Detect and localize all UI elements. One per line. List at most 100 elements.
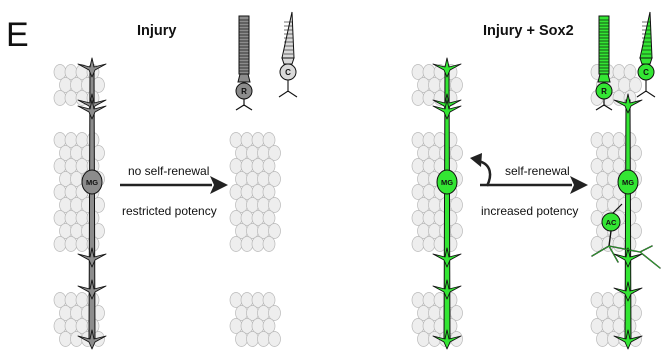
background-cell xyxy=(65,319,77,334)
background-cell xyxy=(247,224,259,239)
background-cell xyxy=(591,237,603,252)
background-cell xyxy=(423,237,435,252)
right-transition-arrow-head xyxy=(570,176,588,194)
rod-photoreceptor-right: R xyxy=(596,16,612,110)
background-cell xyxy=(241,237,253,252)
background-cell xyxy=(269,224,281,239)
background-cell xyxy=(258,146,270,161)
left-transition-arrow-head xyxy=(210,176,228,194)
background-cell xyxy=(54,65,66,80)
background-cell xyxy=(624,65,636,80)
background-cell xyxy=(60,332,72,347)
background-cell xyxy=(451,306,463,321)
cone-outer-segment xyxy=(640,12,652,58)
background-cell xyxy=(247,306,259,321)
background-cell xyxy=(418,78,430,93)
cone-outer-segment xyxy=(282,12,294,58)
rod-terminal xyxy=(236,99,252,110)
cell-cluster xyxy=(230,133,281,252)
background-cell xyxy=(423,293,435,308)
background-cell xyxy=(630,146,642,161)
mg-progeny-label: MG xyxy=(622,178,634,187)
background-cell xyxy=(54,159,66,174)
background-cell xyxy=(263,211,275,226)
self-renewal-arrow-head xyxy=(470,153,482,167)
background-cell xyxy=(434,133,446,148)
cell-cluster xyxy=(412,65,463,106)
background-cell xyxy=(423,91,435,106)
background-cell xyxy=(613,293,625,308)
background-cell xyxy=(76,159,88,174)
background-cell xyxy=(236,146,248,161)
background-cell xyxy=(258,198,270,213)
background-cell xyxy=(236,224,248,239)
glial-stalk xyxy=(625,100,631,342)
background-cell xyxy=(412,159,424,174)
background-cell xyxy=(412,293,424,308)
background-cell xyxy=(65,211,77,226)
background-cell xyxy=(591,159,603,174)
background-cell xyxy=(591,133,603,148)
rod-label: R xyxy=(601,87,607,96)
background-cell xyxy=(630,224,642,239)
cone-label: C xyxy=(285,68,291,77)
background-cell xyxy=(418,172,430,187)
cone-inner-segment xyxy=(640,58,652,64)
background-cell xyxy=(423,159,435,174)
cell-cluster xyxy=(54,65,105,106)
background-cell xyxy=(247,332,259,347)
background-cell xyxy=(613,65,625,80)
background-cell xyxy=(412,133,424,148)
background-cell xyxy=(230,159,242,174)
background-cell xyxy=(236,306,248,321)
background-cell xyxy=(258,224,270,239)
cone-terminal xyxy=(279,80,297,97)
background-cell xyxy=(247,146,259,161)
background-cell xyxy=(597,306,609,321)
background-cell xyxy=(76,293,88,308)
background-cell xyxy=(608,332,620,347)
background-cell xyxy=(263,159,275,174)
background-cell xyxy=(263,237,275,252)
background-cell xyxy=(71,332,83,347)
background-cell xyxy=(602,293,614,308)
background-cell xyxy=(60,306,72,321)
background-cell xyxy=(54,237,66,252)
background-cell xyxy=(263,133,275,148)
background-cell xyxy=(429,224,441,239)
background-cell xyxy=(451,78,463,93)
background-cell xyxy=(429,198,441,213)
background-cell xyxy=(258,172,270,187)
background-cell xyxy=(423,133,435,148)
amacrine-label: AC xyxy=(606,218,617,227)
background-cell xyxy=(597,198,609,213)
background-cell xyxy=(591,211,603,226)
background-cell xyxy=(412,237,424,252)
background-cell xyxy=(258,306,270,321)
background-cell xyxy=(76,211,88,226)
background-cell xyxy=(429,306,441,321)
background-cell xyxy=(71,172,83,187)
background-cell xyxy=(54,91,66,106)
background-cell xyxy=(451,198,463,213)
background-cell xyxy=(65,159,77,174)
background-cell xyxy=(252,319,264,334)
background-cell xyxy=(71,198,83,213)
background-cell xyxy=(54,293,66,308)
background-cell xyxy=(423,211,435,226)
rod-inner-segment xyxy=(598,74,610,82)
background-cell xyxy=(608,198,620,213)
background-cell xyxy=(71,306,83,321)
background-cell xyxy=(230,133,242,148)
background-cell xyxy=(269,146,281,161)
background-cell xyxy=(619,78,631,93)
background-cell xyxy=(71,146,83,161)
background-cell xyxy=(429,146,441,161)
background-cell xyxy=(71,224,83,239)
background-cell xyxy=(591,319,603,334)
retinal-cell-layers xyxy=(54,65,642,347)
background-cell xyxy=(65,65,77,80)
cone-label: C xyxy=(643,68,649,77)
background-cell xyxy=(602,319,614,334)
